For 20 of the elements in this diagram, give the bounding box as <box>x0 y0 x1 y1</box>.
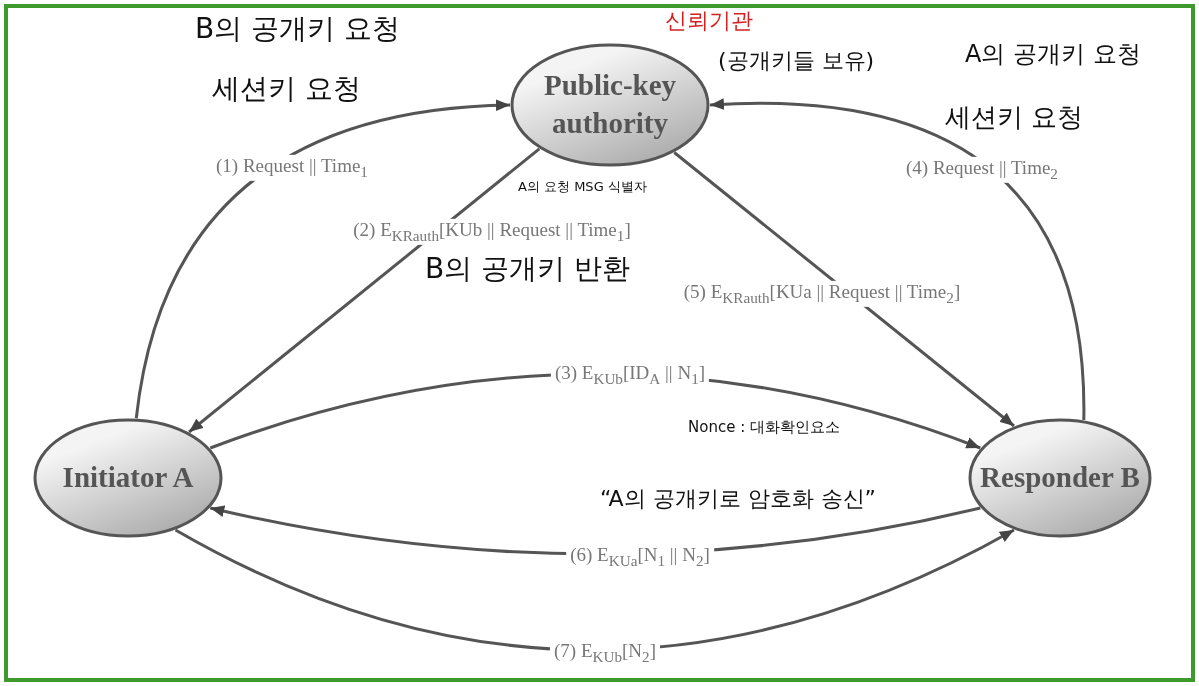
handwritten-note: A의 요청 MSG 식별자 <box>518 178 647 196</box>
ellipse-node <box>510 43 710 167</box>
arrow <box>188 147 541 434</box>
ellipse-node <box>968 418 1152 538</box>
handwritten-note: “A의 공개키로 암호화 송신” <box>600 485 876 513</box>
handwritten-note: (공개키들 보유) <box>718 47 875 75</box>
arrow <box>709 98 1086 421</box>
handwritten-note: B의 공개키 요청 <box>195 11 400 47</box>
handwritten-note: Nonce : 대화확인요소 <box>688 418 840 437</box>
handwritten-note: B의 공개키 반환 <box>425 251 630 287</box>
handwritten-note: 세션키 요청 <box>945 101 1084 134</box>
arrow <box>134 99 511 419</box>
handwritten-note: A의 공개키 요청 <box>965 39 1141 70</box>
handwritten-note: 신뢰기관 <box>665 7 753 35</box>
node-label: Initiator A <box>61 460 195 496</box>
node-label: Responder B <box>979 460 1141 496</box>
node-label: Public-key authority <box>542 68 678 141</box>
ellipse-node <box>33 418 223 538</box>
arrow <box>673 151 1015 428</box>
handwritten-note: 세션키 요청 <box>212 71 361 107</box>
